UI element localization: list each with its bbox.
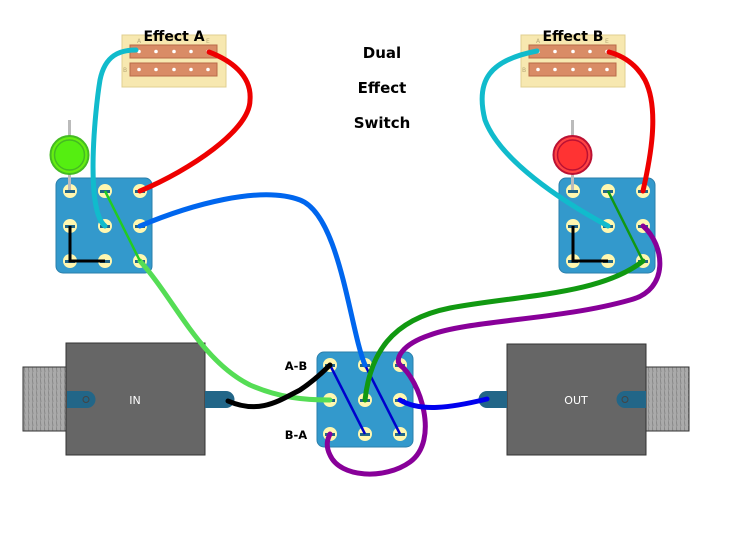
effect-b-label: Effect B <box>543 29 604 45</box>
center-jumper-1 <box>328 364 367 435</box>
wire-red-b[interactable] <box>606 49 656 194</box>
label-a-b: A-B <box>285 359 307 373</box>
wire-red-a[interactable] <box>137 49 253 194</box>
input-jack-label: IN <box>129 394 140 407</box>
title-line-1: Dual <box>363 44 401 62</box>
jumper-wire-b <box>571 226 608 263</box>
input-jack[interactable]: IN <box>22 342 235 456</box>
effect-b-header: A E B <box>520 34 626 88</box>
wire-lightgreen-a[interactable] <box>137 258 333 403</box>
wire-green-thin-b[interactable] <box>606 190 645 262</box>
wire-cyan-b[interactable] <box>479 48 611 229</box>
wire-blue-out[interactable] <box>397 396 490 410</box>
pin-letter-a: A <box>536 38 541 45</box>
wire-cyan-a[interactable] <box>90 47 139 229</box>
effect-a-header: A E B <box>121 34 227 88</box>
wire-purple-b[interactable] <box>395 223 663 368</box>
led-a <box>49 120 90 190</box>
row-letter-b: B <box>123 67 127 74</box>
pin-letter-e: E <box>605 38 609 45</box>
pin-letter-a: A <box>137 38 142 45</box>
output-jack[interactable]: OUT <box>478 343 690 456</box>
pin-letter-e: E <box>206 38 210 45</box>
row-letter-b: B <box>522 67 526 74</box>
led-b <box>552 120 593 190</box>
title-line-3: Switch <box>354 114 411 132</box>
label-b-a: B-A <box>285 428 308 442</box>
wire-black-in[interactable] <box>225 362 333 410</box>
jumper-wire-a <box>68 226 105 263</box>
wire-purple-center[interactable] <box>324 362 428 477</box>
diagram-title: Dual Effect Switch <box>354 44 411 132</box>
wire-green-b[interactable] <box>362 258 646 403</box>
wire-green-thin-a[interactable] <box>103 190 142 262</box>
wire-blue-a[interactable] <box>137 192 368 368</box>
wires <box>90 47 663 477</box>
output-jack-label: OUT <box>564 394 588 407</box>
title-line-2: Effect <box>358 79 407 97</box>
effect-a-label: Effect A <box>143 29 204 45</box>
